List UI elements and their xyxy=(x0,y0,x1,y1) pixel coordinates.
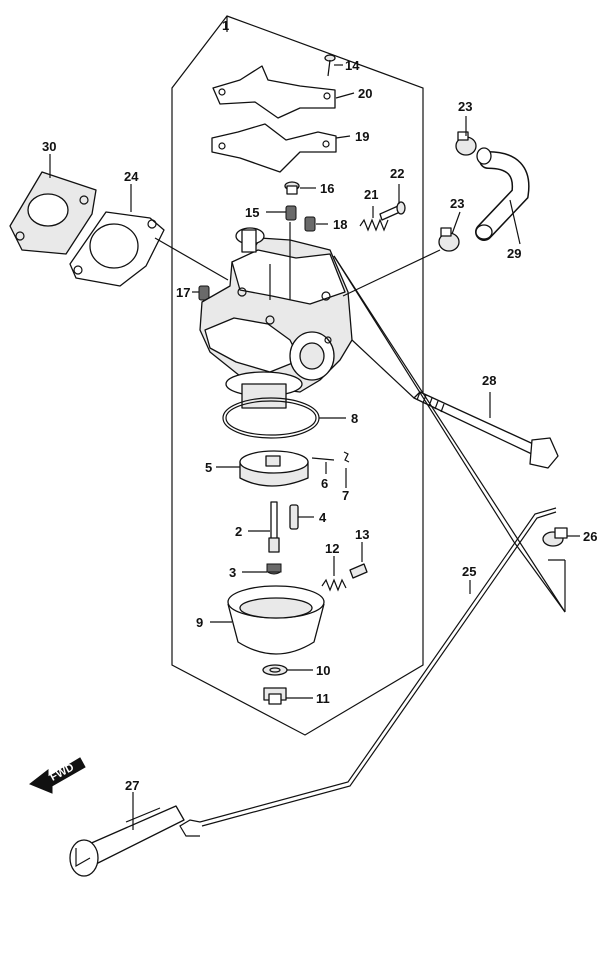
assembly-axis-left xyxy=(154,237,229,281)
fuel-hose-29 xyxy=(475,147,530,241)
plug-17 xyxy=(198,285,210,301)
float-bowl-9 xyxy=(227,585,325,655)
callout-18: 18 xyxy=(333,217,347,232)
callout-16: 16 xyxy=(320,181,334,196)
callout-1: 1 xyxy=(222,18,229,33)
assembly-boundary xyxy=(171,15,424,736)
callout-10: 10 xyxy=(316,663,330,678)
choke-rod-25 xyxy=(179,507,557,837)
callout-23-lower: 23 xyxy=(450,196,464,211)
gasket-19 xyxy=(211,123,337,173)
leader-lines xyxy=(192,64,400,699)
callout-8: 8 xyxy=(351,411,358,426)
callout-numbers: 1 2 3 4 5 6 7 8 9 10 11 12 13 14 15 16 1… xyxy=(42,18,597,793)
carburetor-body xyxy=(199,227,353,409)
screw-14 xyxy=(324,54,336,77)
callout-19: 19 xyxy=(355,129,369,144)
grommet-26 xyxy=(542,527,568,547)
washer-10 xyxy=(262,664,288,676)
callout-3: 3 xyxy=(229,565,236,580)
callout-29: 29 xyxy=(507,246,521,261)
plug-15 xyxy=(285,205,297,221)
callout-6: 6 xyxy=(321,476,328,491)
callout-5: 5 xyxy=(205,460,212,475)
callout-22: 22 xyxy=(390,166,404,181)
float-pin-6 xyxy=(311,457,335,461)
needle-valve-4 xyxy=(289,504,299,530)
callout-11: 11 xyxy=(316,691,330,706)
reference-wedge xyxy=(333,255,566,613)
callout-12: 12 xyxy=(325,541,339,556)
callout-28: 28 xyxy=(482,373,496,388)
callout-26: 26 xyxy=(583,529,597,544)
callout-9: 9 xyxy=(196,615,203,630)
jet-3 xyxy=(266,563,282,575)
callout-17: 17 xyxy=(176,285,190,300)
drain-bolt-11 xyxy=(263,687,287,705)
callout-4: 4 xyxy=(319,510,327,525)
plug-18 xyxy=(304,216,316,232)
screw-16 xyxy=(284,181,300,195)
main-jet-2 xyxy=(268,501,280,553)
clip-7 xyxy=(343,451,350,463)
callout-27: 27 xyxy=(125,778,139,793)
callout-30: 30 xyxy=(42,139,56,154)
callout-25: 25 xyxy=(462,564,476,579)
spring-21 xyxy=(359,218,389,232)
callout-2: 2 xyxy=(235,524,242,539)
bolt-axis xyxy=(351,339,415,399)
float-5 xyxy=(239,450,309,487)
callout-21: 21 xyxy=(364,187,378,202)
callout-15: 15 xyxy=(245,205,259,220)
clamp-23-lower xyxy=(438,227,460,252)
gasket-24 xyxy=(69,211,165,287)
external-leaders xyxy=(49,116,521,245)
gasket-20 xyxy=(212,65,336,119)
callout-13: 13 xyxy=(355,527,369,542)
bolt-28 xyxy=(413,391,559,469)
spring-12 xyxy=(321,578,347,592)
callout-20: 20 xyxy=(358,86,372,101)
flange-30 xyxy=(9,171,97,255)
clamp-23-upper xyxy=(455,131,477,156)
fwd-direction-arrow: FWD xyxy=(29,757,86,794)
hose-axis xyxy=(342,249,441,297)
choke-knob-27 xyxy=(69,805,185,877)
callout-24: 24 xyxy=(124,169,139,184)
screw-13 xyxy=(349,563,368,579)
callout-23-upper: 23 xyxy=(458,99,472,114)
callout-14: 14 xyxy=(345,58,360,73)
callout-7: 7 xyxy=(342,488,349,503)
screw-22 xyxy=(379,201,406,221)
